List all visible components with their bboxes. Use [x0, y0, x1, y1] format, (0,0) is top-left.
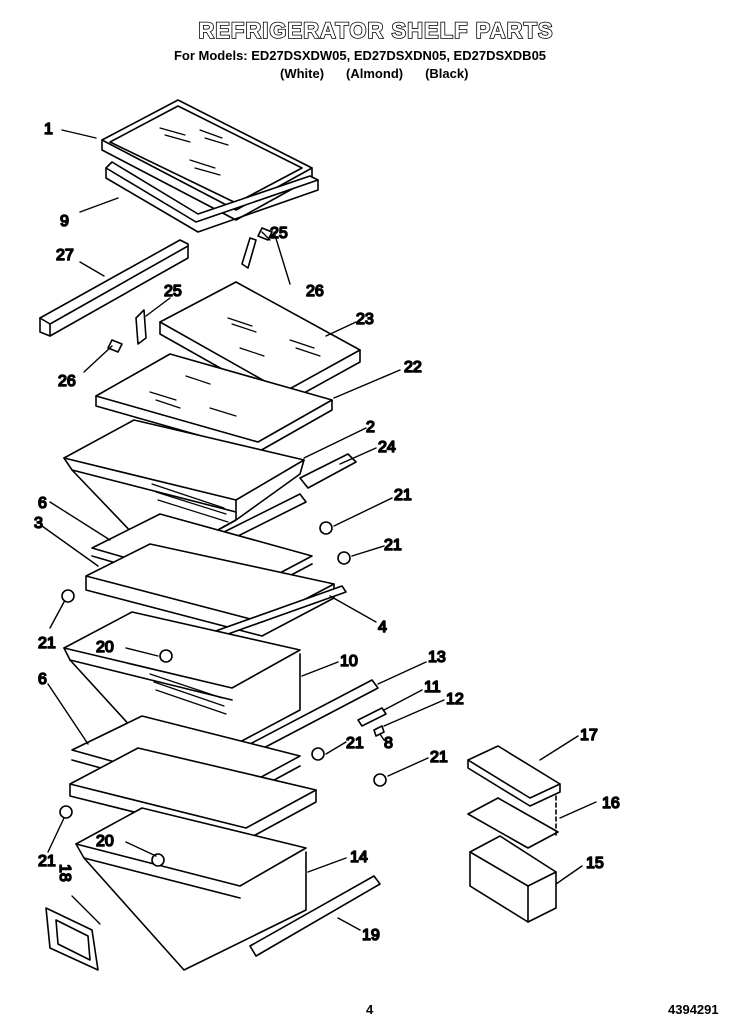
callout-21-f: 21 — [38, 853, 56, 870]
callout-27: 27 — [56, 247, 74, 264]
callout-17: 17 — [580, 727, 598, 744]
part-6-3-4-middle-shelves — [85, 513, 347, 645]
callout-23: 23 — [356, 311, 374, 328]
color-black: (Black) — [425, 66, 469, 81]
part-18-panel — [45, 907, 99, 971]
callout-6-mid: 6 — [38, 495, 47, 512]
callout-8: 8 — [384, 735, 393, 752]
part-13-11-12-8-hardware — [249, 679, 387, 753]
callout-4: 4 — [378, 619, 387, 636]
page-title: REFRIGERATOR SHELF PARTS — [198, 17, 554, 44]
callout-18: 18 — [56, 864, 73, 882]
callout-2: 2 — [366, 419, 375, 436]
callout-14: 14 — [350, 849, 368, 866]
callout-6-low: 6 — [38, 671, 47, 688]
document-code: 4394291 — [668, 1002, 719, 1017]
callout-21-d: 21 — [346, 735, 364, 752]
color-variants: (White) (Almond) (Black) — [280, 66, 480, 81]
callout-13: 13 — [428, 649, 446, 666]
part-14-bottom-drawer — [75, 807, 307, 971]
callout-11: 11 — [424, 679, 441, 696]
models-line: For Models: ED27DSXDW05, ED27DSXDN05, ED… — [173, 48, 547, 63]
part-25-26-hardware-top — [107, 227, 273, 353]
part-17-16-15-egg-bin — [467, 745, 561, 923]
part-23-shelf — [159, 281, 361, 405]
callout-19: 19 — [362, 927, 380, 944]
part-2-crisper-drawer — [63, 419, 305, 563]
color-white: (White) — [280, 66, 325, 81]
part-1-glass-shelf — [101, 99, 313, 221]
page-number: 4 — [366, 1002, 374, 1017]
part-19-strip — [249, 875, 381, 957]
callout-12: 12 — [446, 691, 464, 708]
color-almond: (Almond) — [346, 66, 404, 81]
part-27-trim — [39, 239, 189, 337]
callout-21-e: 21 — [430, 749, 448, 766]
screws — [59, 521, 387, 867]
callout-1: 1 — [44, 121, 53, 138]
callout-22: 22 — [404, 359, 422, 376]
callout-26-mid: 26 — [58, 373, 76, 390]
callout-21-a: 21 — [394, 487, 412, 504]
callout-25-mid: 25 — [164, 283, 182, 300]
callout-9: 9 — [60, 213, 69, 230]
part-9-shelf-frame — [105, 161, 319, 233]
callout-26-top: 26 — [306, 283, 324, 300]
callout-21-b: 21 — [384, 537, 402, 554]
callout-25-top: 25 — [270, 225, 288, 242]
callout-24: 24 — [378, 439, 396, 456]
callout-21-c: 21 — [38, 635, 56, 652]
callout-15: 15 — [586, 855, 604, 872]
callout-16: 16 — [602, 795, 620, 812]
callout-20-top: 20 — [96, 639, 114, 656]
callout-20-low: 20 — [96, 833, 114, 850]
leader-lines — [41, 129, 597, 931]
callout-3: 3 — [34, 515, 43, 532]
callout-10: 10 — [340, 653, 358, 670]
